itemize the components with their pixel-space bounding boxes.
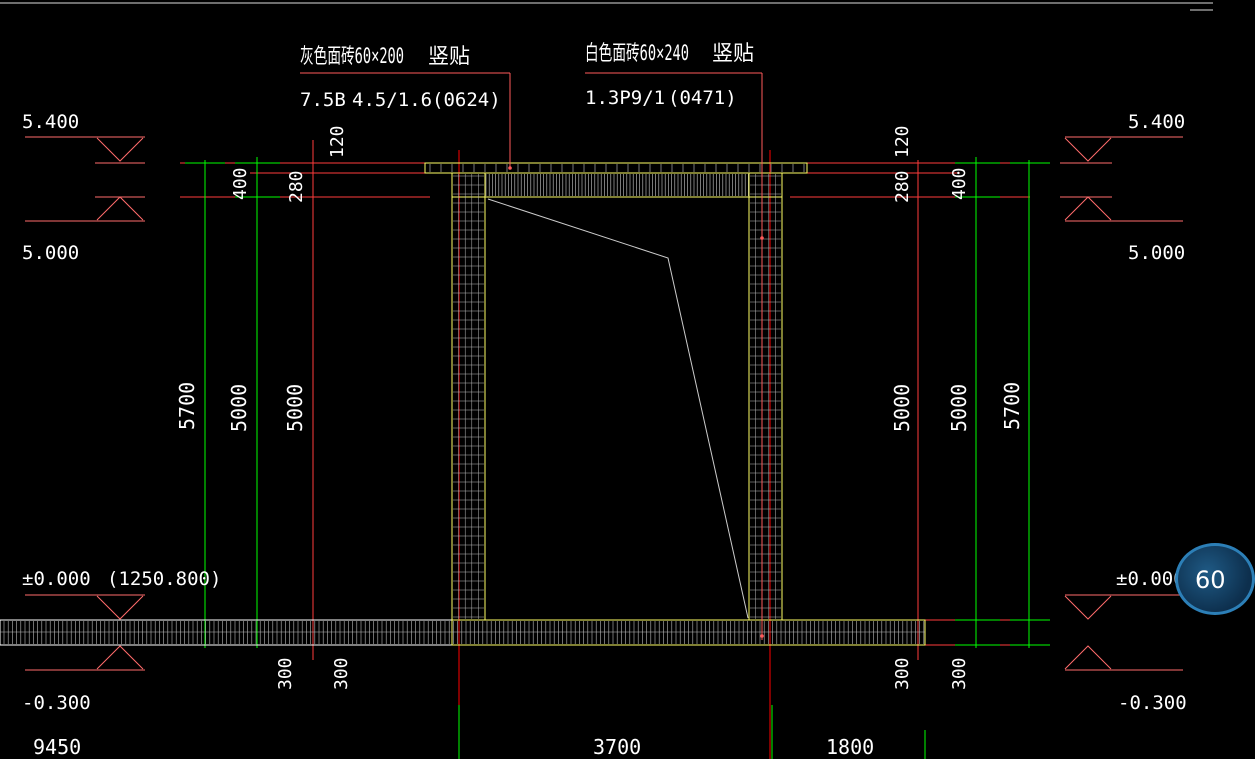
tile-grey-code-b: 4.5/1.6 — [352, 89, 432, 111]
elev-left-ground: ±0.000 — [22, 568, 91, 590]
dim-left-300-a: 300 — [275, 657, 296, 690]
tile-grey-label: 灰色面砖60×200 — [300, 44, 404, 68]
dimension-lines — [185, 157, 1050, 759]
span-left: 9450 — [33, 735, 81, 759]
zoom-level-button[interactable]: 60 — [1175, 543, 1255, 615]
gate-swing-line — [487, 198, 749, 619]
elev-left-top: 5.400 — [22, 111, 79, 133]
dim-right-400: 400 — [949, 167, 970, 200]
tile-white-code-b: (0471) — [668, 87, 737, 109]
grid-axes — [458, 150, 771, 759]
dim-right-5700: 5700 — [1000, 382, 1024, 430]
roof-coping — [424, 162, 808, 198]
leader-dot-base — [760, 634, 764, 638]
span-mid: 3700 — [593, 735, 641, 759]
tile-white-mode: 竖贴 — [712, 41, 754, 65]
zoom-level-label: 60 — [1195, 566, 1226, 594]
dim-right-5000-b: 5000 — [947, 384, 971, 432]
dim-left-5700: 5700 — [175, 382, 199, 430]
elevation-mark-left-top — [25, 136, 145, 222]
dim-left-120: 120 — [327, 125, 348, 158]
leader-dot-white — [760, 236, 764, 240]
elev-left-ground-abs: (1250.800) — [107, 568, 221, 590]
dim-left-300-b: 300 — [331, 657, 352, 690]
right-pier — [748, 172, 783, 621]
tile-leaders — [300, 72, 763, 640]
dim-right-300-a: 300 — [892, 657, 913, 690]
dim-left-400: 400 — [230, 167, 251, 200]
dim-left-5000-b: 5000 — [283, 384, 307, 432]
span-right: 1800 — [826, 735, 874, 759]
elev-right-top: 5.400 — [1128, 111, 1185, 133]
elevation-mark-left-ground — [25, 594, 145, 671]
dim-right-120: 120 — [892, 125, 913, 158]
dim-left-280: 280 — [286, 170, 307, 203]
dim-left-5000-a: 5000 — [227, 384, 251, 432]
tile-grey-code-c: (0624) — [432, 89, 501, 111]
leader-dot-grey — [508, 166, 512, 170]
dim-right-300-b: 300 — [949, 657, 970, 690]
tile-grey-mode: 竖贴 — [428, 44, 470, 68]
dim-right-5000-a: 5000 — [890, 384, 914, 432]
ground-slab — [0, 619, 926, 646]
elev-left-bottom: -0.300 — [22, 692, 91, 714]
cad-drawing-canvas[interactable]: 灰色面砖60×200 竖贴 7.5B 4.5/1.6 (0624) 白色面砖60… — [0, 0, 1213, 759]
elev-right-bottom: -0.300 — [1118, 692, 1187, 714]
elevation-mark-right-ground — [1064, 594, 1183, 671]
elev-right-beam: 5.000 — [1128, 242, 1185, 264]
elev-left-beam: 5.000 — [22, 242, 79, 264]
elev-right-ground: ±0.000 — [1116, 568, 1185, 590]
left-pier — [451, 172, 486, 621]
dim-right-280: 280 — [892, 170, 913, 203]
tile-grey-code-a: 7.5B — [300, 89, 346, 111]
tile-white-code-a: 1.3P9/1 — [585, 87, 665, 109]
elevation-mark-right-top — [1060, 136, 1183, 222]
tile-white-label: 白色面砖60×240 — [585, 41, 689, 65]
